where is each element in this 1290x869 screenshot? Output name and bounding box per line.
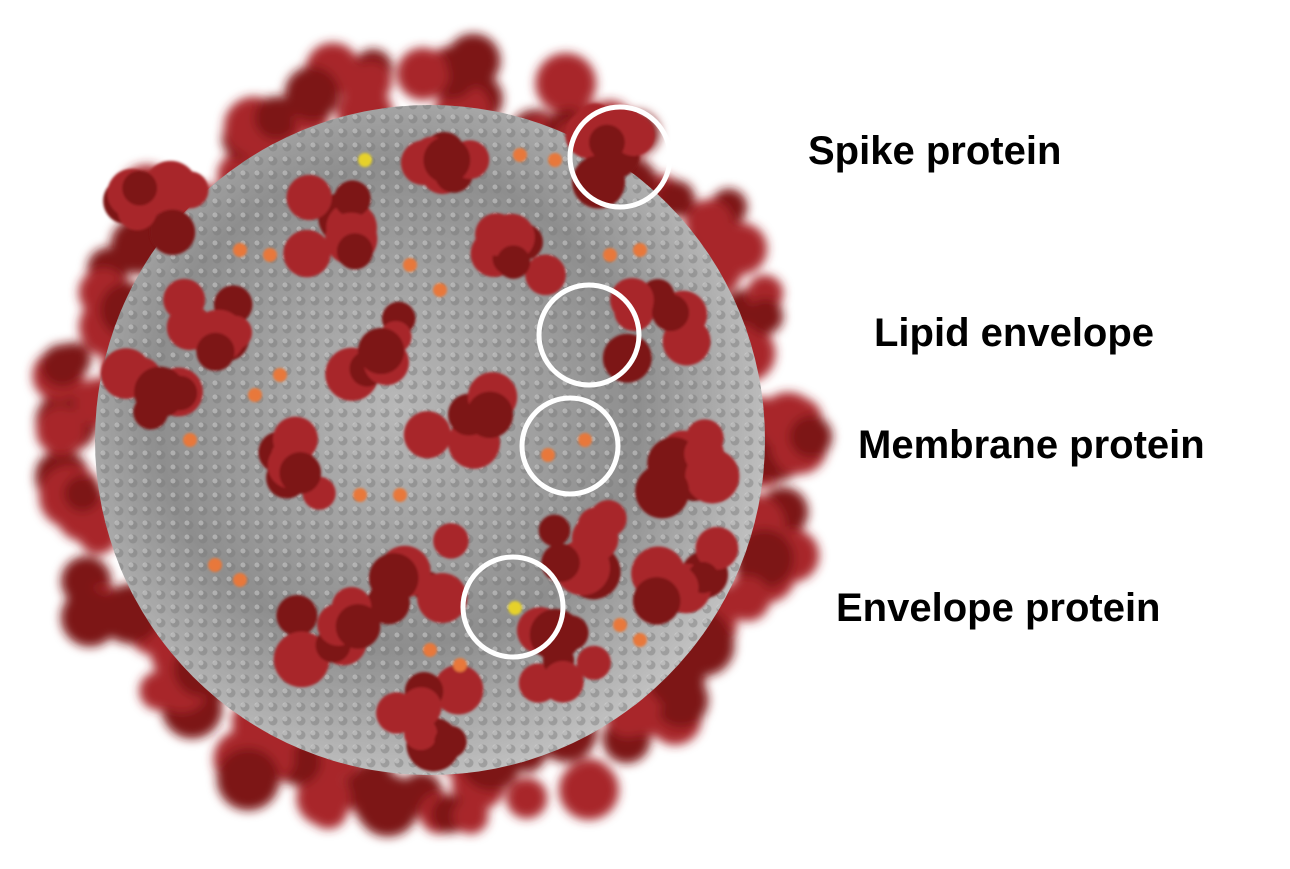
envelope-protein-icon [358, 153, 372, 167]
membrane-protein-ring [519, 395, 621, 497]
spike-protein-icon [720, 487, 820, 603]
spike-protein-icon [258, 416, 336, 510]
spike-protein-icon [273, 587, 381, 688]
membrane-protein-label: Membrane protein [858, 423, 1205, 467]
membrane-protein-icon [233, 243, 247, 257]
membrane-protein-icon [548, 153, 562, 167]
membrane-protein-icon [541, 448, 555, 462]
membrane-protein-icon [273, 368, 287, 382]
lipid-envelope-label: Lipid envelope [874, 311, 1155, 355]
spike-protein-icon [35, 450, 119, 555]
envelope-protein-icon [508, 601, 522, 615]
spike-protein-icon [283, 174, 378, 278]
membrane-protein-icon [403, 258, 417, 272]
spike-protein-icon [631, 526, 739, 625]
callout-rings [460, 104, 673, 660]
spike-protein-icon [325, 301, 416, 401]
spike-protein-icon [400, 131, 490, 195]
membrane-protein-icon [263, 248, 277, 262]
membrane-protein-icon [603, 248, 617, 262]
membrane-protein-icon [353, 488, 367, 502]
spike-protein-label: Spike protein [808, 129, 1062, 173]
membrane-protein-icon [233, 573, 247, 587]
membrane-protein-icon [453, 658, 467, 672]
spike-protein-icon [163, 278, 253, 371]
membrane-protein-icon [513, 148, 527, 162]
spike-protein-icon [376, 664, 484, 772]
membrane-protein-icon [423, 643, 437, 657]
leader-lines [564, 151, 866, 609]
membrane-protein-icon [433, 283, 447, 297]
membrane-protein-icon [578, 433, 592, 447]
spike-protein-icon [103, 160, 209, 255]
spike-protein-icon [100, 348, 203, 430]
membrane-protein-icon [208, 558, 222, 572]
membrane-protein-icon [633, 243, 647, 257]
spike-protein-icon [403, 372, 518, 469]
envelope-protein-label: Envelope protein [836, 586, 1161, 630]
membrane-protein-icon [613, 618, 627, 632]
lipid-envelope-ring [536, 282, 642, 388]
membrane-protein-icon [393, 488, 407, 502]
spike-protein-icon [367, 523, 469, 625]
membrane-protein-icon [183, 433, 197, 447]
membrane-protein-icon [248, 388, 262, 402]
spike-protein-icon [284, 42, 396, 143]
spike-protein-ring [567, 104, 673, 210]
spike-protein-icon [470, 213, 566, 296]
envelope-protein-ring [460, 554, 566, 660]
membrane-protein-icon [633, 633, 647, 647]
